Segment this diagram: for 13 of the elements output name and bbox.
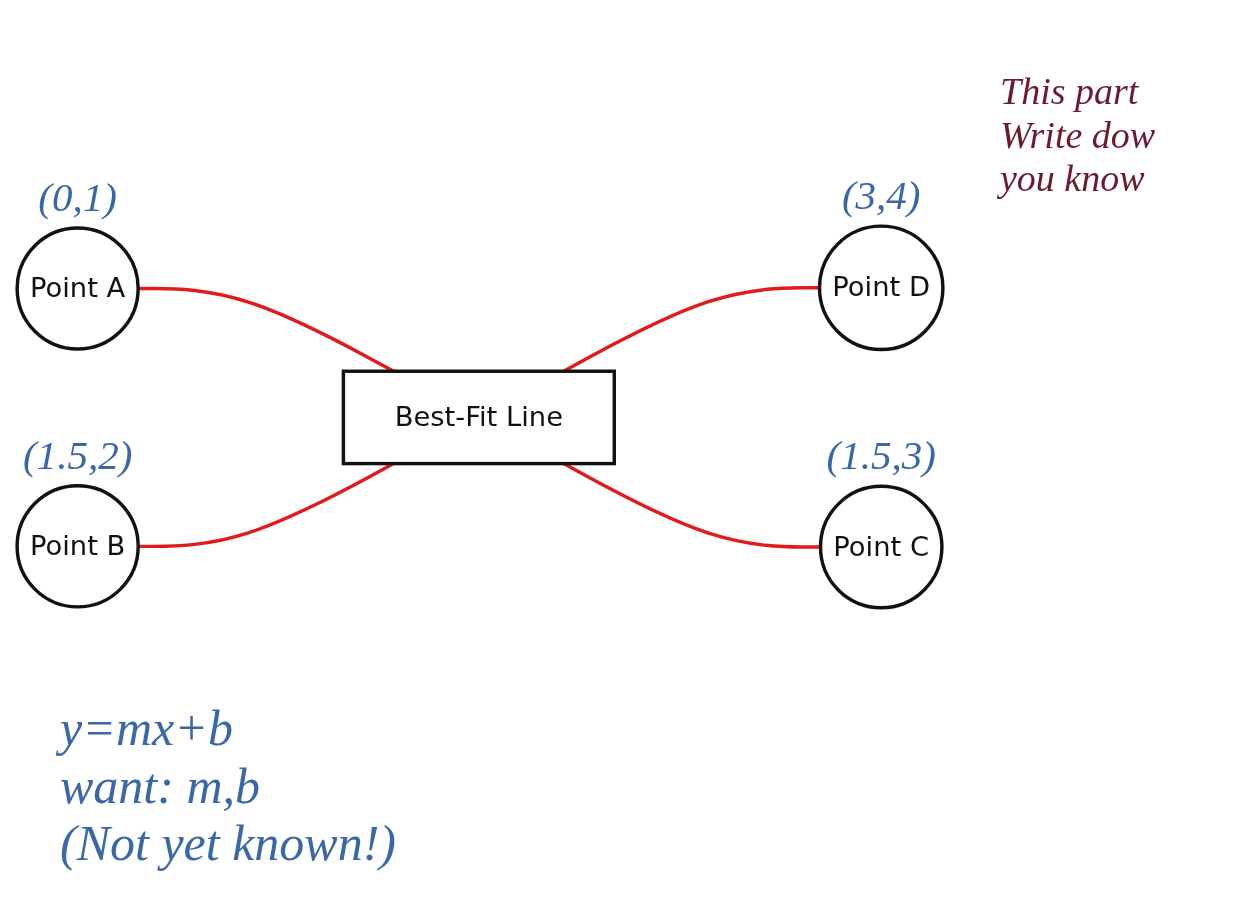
node-circle: Point D <box>817 224 945 352</box>
coordinate-label: (0,1) <box>38 173 117 220</box>
node-circle: Point A <box>15 226 140 351</box>
coordinate-label: (3,4) <box>841 172 921 218</box>
coordinate-label: (1.5,2) <box>22 431 133 478</box>
node-circle: Point C <box>818 484 944 610</box>
node-box: Best-Fit Line <box>341 369 616 466</box>
node-circle: Point B <box>15 484 140 609</box>
formula-text: (Not yet known!) <box>60 815 396 873</box>
coordinate-label: (1.5,3) <box>826 432 936 479</box>
note-text: This part <box>1000 70 1139 114</box>
formula-text: want: m,b <box>60 757 260 815</box>
note-text: Write dow <box>1000 113 1156 158</box>
